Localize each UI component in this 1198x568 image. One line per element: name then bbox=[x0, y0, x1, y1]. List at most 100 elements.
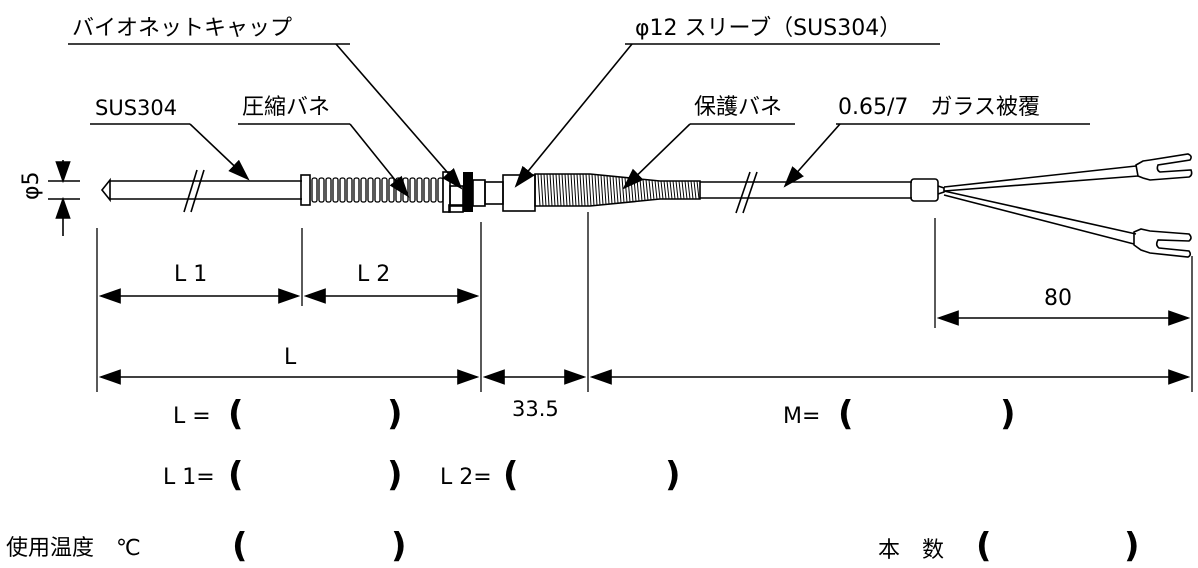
leader-lines bbox=[68, 43, 1090, 198]
fork-terminal-lower bbox=[1133, 228, 1192, 258]
field-label-temperature: 使用温度 ℃ bbox=[6, 536, 141, 561]
spring-coil bbox=[678, 180, 682, 200]
close-paren: ) bbox=[387, 455, 403, 495]
spring-coil bbox=[666, 180, 670, 200]
open-paren: ( bbox=[976, 526, 992, 566]
spec-field-m: M= ( ) bbox=[783, 394, 1016, 434]
spring-coil bbox=[325, 177, 332, 203]
open-paren: ( bbox=[838, 394, 854, 434]
protective-spring bbox=[534, 173, 701, 207]
spring-coil bbox=[409, 177, 416, 203]
spring-coil bbox=[684, 180, 688, 200]
spring-coil bbox=[603, 175, 607, 205]
dim-sleeve-length: 33.5 bbox=[512, 397, 559, 421]
spec-field-l2: L 2= ( ) bbox=[440, 455, 681, 495]
dim-l1: L 1 bbox=[174, 262, 207, 287]
open-paren: ( bbox=[503, 455, 519, 495]
label-glass-coating: 0.65/7 ガラス被覆 bbox=[838, 95, 1040, 120]
spec-field-l: L = ( ) bbox=[173, 394, 403, 434]
lead-cable bbox=[700, 165, 1139, 245]
spring-coil bbox=[374, 177, 381, 203]
label-sus304: SUS304 bbox=[95, 96, 177, 120]
spring-coil bbox=[657, 180, 661, 200]
spring-coil bbox=[546, 173, 550, 207]
spring-coil bbox=[600, 175, 604, 205]
spring-coil bbox=[597, 174, 601, 206]
spring-coil bbox=[346, 177, 353, 203]
close-paren: ) bbox=[1124, 526, 1140, 566]
spring-coil bbox=[353, 177, 360, 203]
open-paren: ( bbox=[228, 455, 244, 495]
field-label-m: M= bbox=[783, 404, 820, 429]
spring-coil bbox=[367, 177, 374, 203]
spring-coil bbox=[540, 173, 544, 207]
compression-spring bbox=[300, 174, 444, 206]
spring-coil bbox=[675, 180, 679, 200]
spec-field-l1: L 1= ( ) bbox=[163, 455, 403, 495]
spring-coil bbox=[636, 178, 640, 202]
close-paren: ) bbox=[665, 455, 681, 495]
spring-coil bbox=[642, 179, 646, 201]
dim-lead-end: 80 bbox=[1044, 286, 1072, 311]
open-paren: ( bbox=[228, 394, 244, 434]
fork-terminal-upper bbox=[1135, 153, 1193, 181]
spring-coil bbox=[639, 178, 643, 202]
spring-coil bbox=[360, 177, 367, 203]
bayonet-cap bbox=[442, 171, 486, 213]
spring-coil bbox=[672, 180, 676, 200]
spring-coil bbox=[669, 180, 673, 200]
field-label-quantity: 本 数 bbox=[878, 538, 944, 563]
spring-coil bbox=[416, 177, 423, 203]
spring-coil bbox=[555, 173, 559, 207]
spring-coil bbox=[621, 177, 625, 203]
spring-coil bbox=[696, 180, 700, 200]
spring-coil bbox=[311, 177, 318, 203]
spring-coil bbox=[588, 173, 592, 207]
spring-coil bbox=[579, 173, 583, 207]
spring-coil bbox=[615, 176, 619, 204]
label-protective-spring: 保護バネ bbox=[694, 95, 782, 120]
spring-coil bbox=[633, 178, 637, 202]
spring-coil bbox=[654, 180, 658, 200]
spring-coil bbox=[570, 173, 574, 207]
spring-coil bbox=[573, 173, 577, 207]
diameter-marker bbox=[48, 160, 80, 236]
spring-coil bbox=[318, 177, 325, 203]
spring-coil bbox=[693, 180, 697, 200]
open-paren: ( bbox=[232, 526, 248, 566]
spring-coil bbox=[543, 173, 547, 207]
spring-coil bbox=[690, 180, 694, 200]
dimension-lines bbox=[98, 288, 1191, 385]
spring-coil bbox=[645, 179, 649, 201]
spring-coil bbox=[381, 177, 388, 203]
field-label-l2: L 2= bbox=[440, 465, 492, 490]
spring-coil bbox=[591, 174, 595, 206]
label-compression-spring: 圧縮バネ bbox=[242, 95, 330, 120]
spring-coil bbox=[609, 175, 613, 205]
spring-coil bbox=[624, 177, 628, 203]
spec-field-quantity: 本 数 ( ) bbox=[878, 526, 1140, 566]
close-paren: ) bbox=[387, 394, 403, 434]
close-paren: ) bbox=[391, 526, 407, 566]
dim-l2: L 2 bbox=[357, 262, 390, 287]
sheath-probe bbox=[100, 169, 302, 213]
spring-coil bbox=[567, 173, 571, 207]
spring-coil bbox=[561, 173, 565, 207]
spring-coil bbox=[594, 174, 598, 206]
spring-coil bbox=[423, 177, 430, 203]
label-bayonet-cap: バイオネットキャップ bbox=[72, 16, 292, 41]
field-label-l: L = bbox=[173, 404, 211, 429]
extension-lines bbox=[96, 212, 1193, 392]
spec-field-temperature: 使用温度 ℃ ( ) bbox=[6, 526, 407, 566]
spring-coil bbox=[332, 177, 339, 203]
spring-coil bbox=[388, 177, 395, 203]
spring-coil bbox=[549, 173, 553, 207]
spring-coil bbox=[558, 173, 562, 207]
spring-coil bbox=[651, 180, 655, 200]
spring-coil bbox=[564, 173, 568, 207]
close-paren: ) bbox=[1000, 394, 1016, 434]
spring-coil bbox=[681, 180, 685, 200]
spring-coil bbox=[660, 180, 664, 200]
field-label-l1: L 1= bbox=[163, 465, 215, 490]
